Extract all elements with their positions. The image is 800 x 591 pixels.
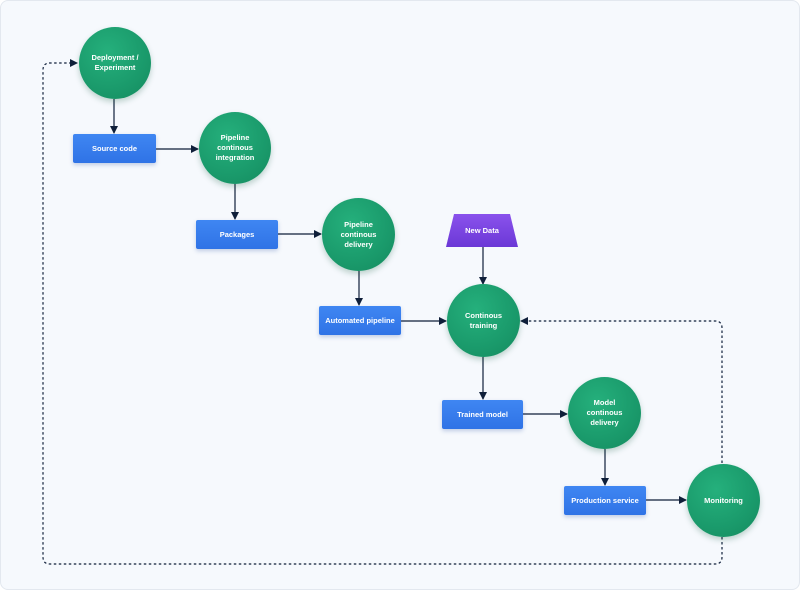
pipeline-continous-integration-node[interactable]: Pipeline continous integration — [199, 112, 271, 184]
continous-training-label: Continous training — [464, 310, 503, 330]
trained-model-label: Trained model — [457, 410, 508, 419]
new-data-node[interactable]: New Data — [446, 214, 518, 247]
pipeline-continous-integration-label: Pipeline continous integration — [215, 133, 255, 162]
monitoring-node[interactable]: Monitoring — [687, 464, 760, 537]
deployment-experiment-node[interactable]: Deployment / Experiment — [79, 27, 151, 99]
production-service-node[interactable]: Production service — [564, 486, 646, 515]
source-code-label: Source code — [91, 144, 137, 153]
feedback-monitoring-to-training — [520, 317, 723, 463]
packages-node[interactable]: Packages — [196, 220, 278, 249]
pipeline-continous-delivery-label: Pipeline continous delivery — [340, 219, 377, 249]
automated-pipeline-label: Automated pipeline — [325, 316, 395, 325]
packages-label: Packages — [219, 230, 255, 239]
pipeline-continous-delivery-node[interactable]: Pipeline continous delivery — [322, 198, 395, 271]
model-continous-delivery-label: Model continous delivery — [586, 398, 623, 427]
model-continous-delivery-node[interactable]: Model continous delivery — [568, 377, 641, 449]
source-code-node[interactable]: Source code — [73, 134, 156, 163]
continous-training-node[interactable]: Continous training — [447, 284, 520, 357]
production-service-label: Production service — [571, 496, 639, 505]
new-data-shape — [446, 214, 518, 247]
automated-pipeline-node[interactable]: Automated pipeline — [319, 306, 401, 335]
new-data-label: New Data — [465, 226, 499, 235]
trained-model-node[interactable]: Trained model — [442, 400, 523, 429]
feedback-monitoring-to-deployment — [42, 59, 723, 565]
deployment-experiment-label: Deployment / Experiment — [91, 53, 139, 72]
monitoring-label: Monitoring — [704, 495, 743, 505]
